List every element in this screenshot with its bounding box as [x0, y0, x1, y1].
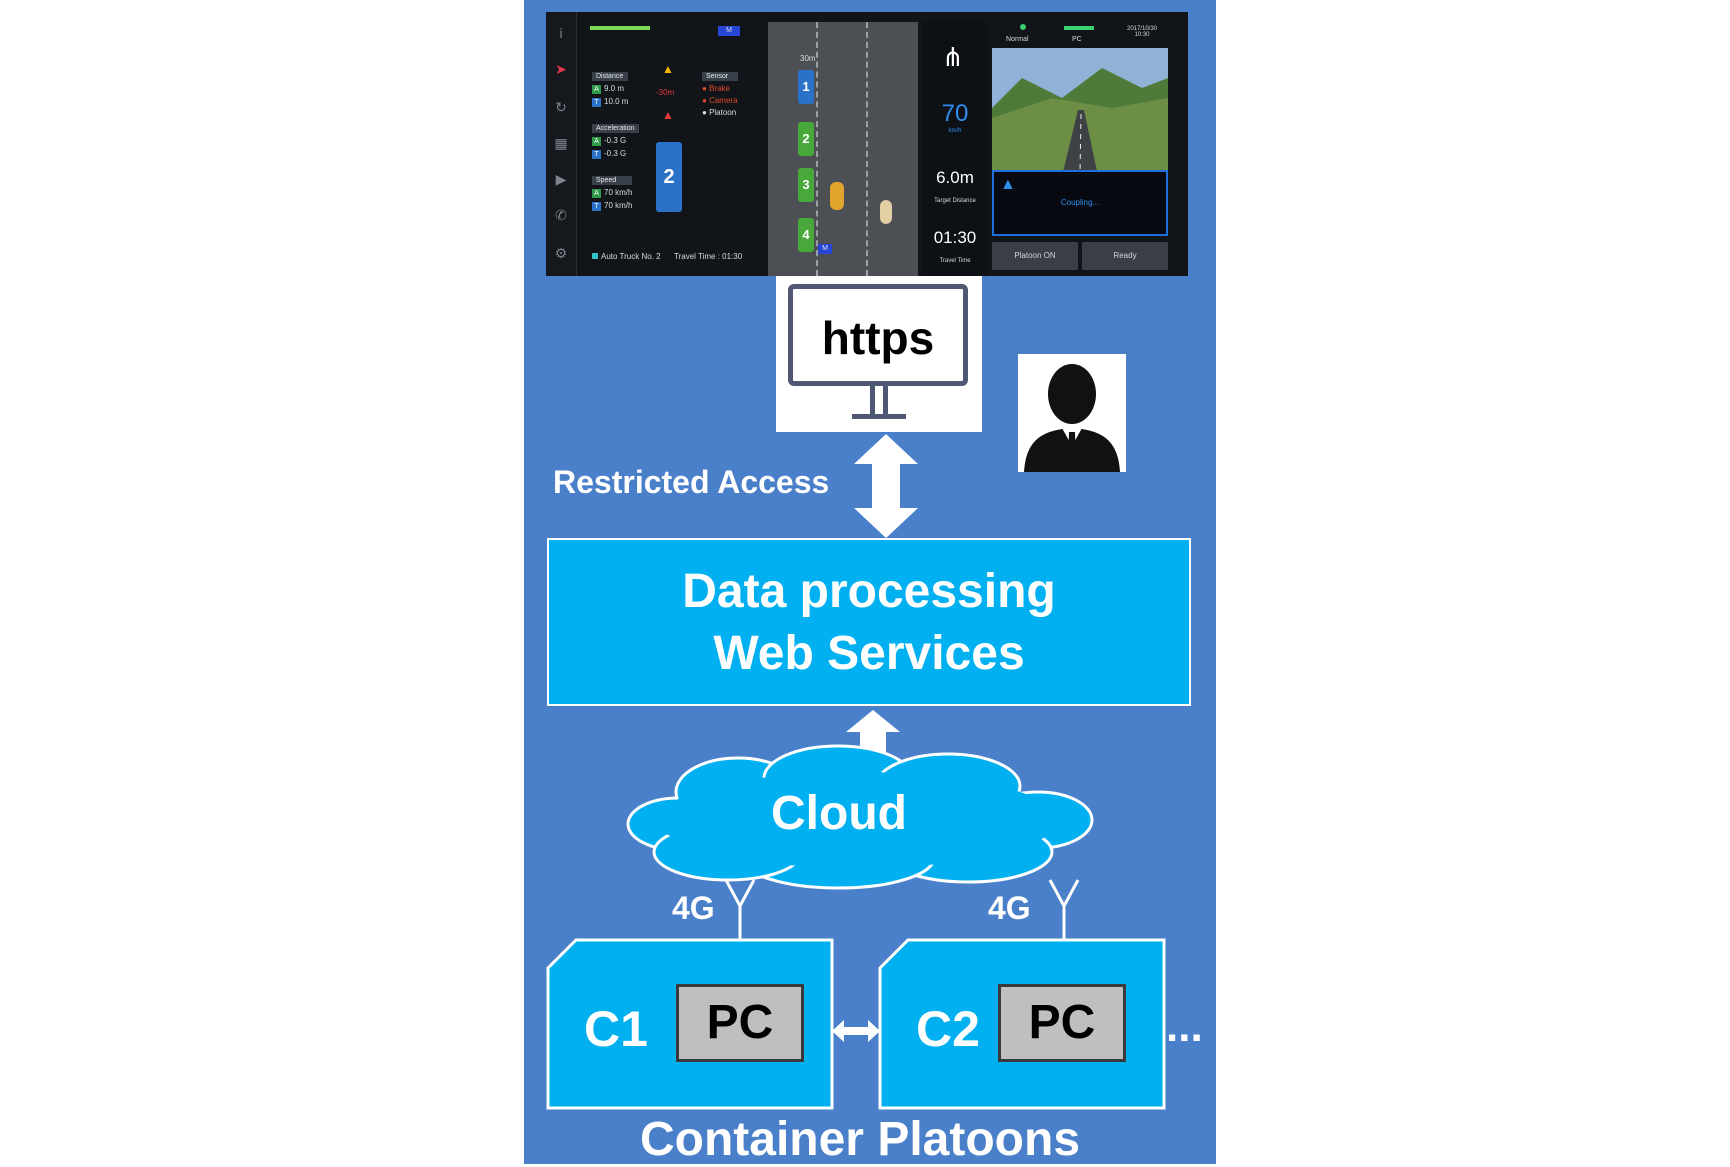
sensor-group: Sensor ● Brake ● Camera ● Platoon	[702, 72, 738, 117]
sensor-label: Sensor	[702, 72, 738, 81]
speed-t-value: 70 km/h	[604, 201, 633, 210]
pc-signal	[1064, 26, 1094, 30]
sensor-camera: Camera	[709, 96, 738, 105]
car-marker	[880, 200, 892, 224]
warning-icon: ▲	[1000, 176, 1016, 193]
tag-t: T	[592, 202, 601, 211]
double-arrow-icon	[854, 434, 918, 538]
top-distance: 30m	[800, 54, 816, 63]
distance-a-value: 9.0 m	[604, 84, 625, 93]
mode-badge: M	[718, 26, 740, 36]
coupling-panel: ▲ Coupling...	[992, 170, 1168, 236]
cloud-shape	[626, 744, 1094, 890]
auto-truck-label: Auto Truck No. 2	[601, 252, 661, 261]
ready-button[interactable]: Ready	[1082, 242, 1168, 270]
coupling-status: Coupling...	[1060, 198, 1100, 207]
4g-label-left: 4G	[672, 890, 715, 926]
road-view: 30m 1 2 3 4 M	[768, 22, 918, 276]
status-normal: Normal	[1006, 36, 1029, 43]
target-distance-value: 6.0m	[936, 168, 974, 187]
camera-image	[992, 48, 1168, 176]
container-c1-label: C1	[584, 1001, 648, 1057]
container-platoons-title: Container Platoons	[639, 1113, 1081, 1166]
acceleration-label: Acceleration	[592, 124, 639, 133]
tag-t: T	[592, 150, 601, 159]
pc-box-c1: PC	[676, 984, 804, 1062]
user-silhouette-icon	[1024, 364, 1120, 472]
4g-label-right: 4G	[988, 890, 1031, 926]
platoon-truck-3: 3	[798, 168, 814, 202]
container-c2-label: C2	[916, 1001, 980, 1057]
metrics-column: ⋔ 70 km/h 6.0m Target Distance 01:30 Tra…	[922, 22, 988, 276]
settings-icon[interactable]: ⚙	[554, 245, 568, 261]
monitor-icon: https	[788, 284, 968, 386]
platoon-truck-2: 2	[798, 122, 814, 156]
restricted-access-label: Restricted Access	[553, 464, 830, 500]
own-truck: 2	[656, 142, 682, 212]
pc-box-c2: PC	[998, 984, 1126, 1062]
platoon-truck-4: 4	[798, 218, 814, 252]
sensor-platoon: Platoon	[709, 108, 737, 117]
tag-a: A	[592, 189, 601, 198]
accel-a-value: -0.3 G	[604, 136, 627, 145]
accel-t-value: -0.3 G	[604, 149, 627, 158]
refresh-icon[interactable]: ↻	[555, 99, 567, 115]
data-processing-box: Data processing Web Services	[547, 538, 1191, 706]
travel-time-value: 01:30	[933, 228, 977, 247]
speed-unit: km/h	[948, 128, 962, 134]
platoon-truck-1: 1	[798, 70, 814, 104]
navigation-icon[interactable]: ➤	[555, 61, 567, 77]
link-arrow-icon	[832, 1020, 880, 1042]
tag-a: A	[592, 137, 601, 146]
acceleration-group: Acceleration A-0.3 G T-0.3 G	[592, 124, 639, 159]
dashboard-sidebar: i ➤ ↻ ▦ ▶ ✆ ⚙	[546, 12, 577, 276]
monitor-base	[852, 414, 906, 419]
cloud-label: Cloud	[771, 787, 907, 840]
gap-value: -30m	[656, 88, 675, 97]
road-mode-badge: M	[818, 244, 832, 254]
status-pc: PC	[1072, 36, 1082, 43]
platoon-on-button[interactable]: Platoon ON	[992, 242, 1078, 270]
tag-a: A	[592, 85, 601, 94]
alert-icon: ▲	[662, 108, 674, 122]
play-icon[interactable]: ▶	[555, 171, 567, 187]
signal-bar	[590, 26, 650, 30]
up-arrow-icon	[846, 710, 900, 754]
more-containers: ...	[1166, 1002, 1203, 1051]
sensor-brake: Brake	[709, 84, 730, 93]
monitor-stand	[870, 386, 888, 414]
travel-time-footer: Travel Time : 01:30	[674, 252, 743, 261]
status-dot	[1020, 24, 1026, 30]
grid-icon[interactable]: ▦	[554, 135, 568, 151]
fork-icon: ⋔	[942, 42, 964, 72]
https-label: https	[821, 312, 935, 364]
date-time: 2017/10/30 10:30	[1126, 26, 1158, 38]
data-processing-line2: Web Services	[713, 627, 1025, 680]
user-card	[1018, 354, 1126, 472]
target-distance-label: Target Distance	[934, 198, 976, 204]
phone-icon[interactable]: ✆	[555, 207, 567, 223]
warning-icon: ▲	[662, 62, 674, 76]
speed-value: 70	[941, 100, 969, 127]
speed-a-value: 70 km/h	[604, 188, 633, 197]
speed-label: Speed	[592, 176, 633, 185]
data-processing-line1: Data processing	[682, 565, 1056, 618]
truck-footer: Auto Truck No. 2	[592, 252, 661, 261]
distance-t-value: 10.0 m	[604, 97, 629, 106]
https-monitor-card: https	[776, 276, 982, 432]
travel-time-label: Travel Time	[939, 258, 971, 264]
info-icon[interactable]: i	[559, 25, 563, 41]
car-marker	[830, 182, 844, 210]
camera-view	[992, 48, 1168, 176]
distance-label: Distance	[592, 72, 629, 81]
tag-t: T	[592, 98, 601, 107]
